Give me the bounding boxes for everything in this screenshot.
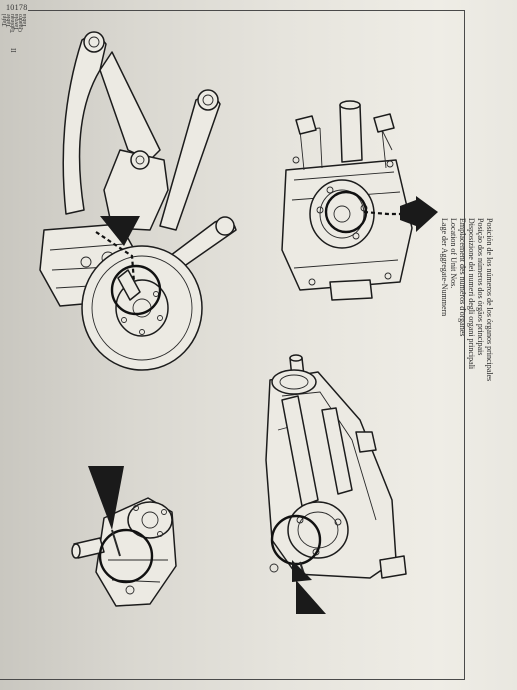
frame-line-top [28, 10, 464, 11]
caption-line: Disposizione dei numeri degli organi pri… [467, 218, 476, 370]
page-number: 10178 [6, 3, 28, 12]
caption-line: Emplacement des numéros d'organes [458, 218, 467, 337]
frame-line-right [464, 10, 465, 680]
caption-line: Lage der Aggregate-Nummern [440, 218, 449, 317]
caption-line: Posición de los números de los órganos p… [485, 218, 494, 382]
pointer-arrow [296, 580, 326, 614]
caption-block: Lage der Aggregate-Nummern Location of U… [440, 218, 500, 448]
caption-line: Posição dos números dos órgãos principai… [476, 218, 485, 356]
steering-gear-illustration [71, 466, 177, 607]
front-axle-illustration [39, 31, 237, 371]
gearbox-illustration [281, 100, 438, 301]
rear-axle-illustration [265, 354, 407, 614]
pointer-arrow [416, 196, 438, 232]
frame-line-bottom [0, 679, 465, 680]
pointer-arrow [100, 216, 140, 246]
caption-line: Location of Unit Nos. [449, 218, 458, 289]
